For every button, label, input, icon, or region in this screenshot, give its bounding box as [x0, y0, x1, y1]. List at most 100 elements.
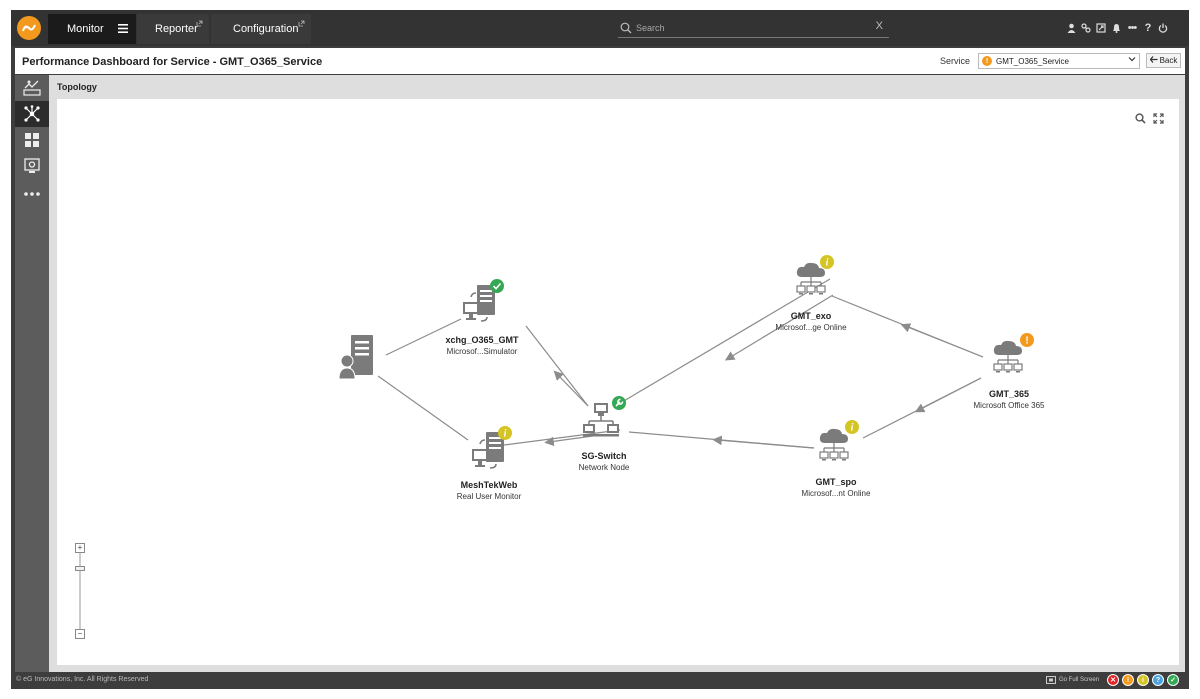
service-label: Service — [940, 56, 971, 66]
page-title: Performance Dashboard for Service - GMT_… — [22, 56, 323, 68]
node-type: Microsof...nt Online — [801, 489, 871, 498]
layers-icon — [25, 133, 39, 147]
external-link-icon — [298, 18, 305, 30]
node-xchg-o365-gmt[interactable]: xchg_O365_GMT Microsof...Simulator — [412, 335, 552, 356]
user-server-icon[interactable] — [338, 335, 373, 380]
sidebar-item-monitor-settings[interactable] — [15, 153, 49, 179]
node-gmt-365[interactable]: GMT_365 Microsoft Office 365 — [939, 389, 1079, 410]
server-icon[interactable] — [462, 284, 496, 322]
node-sg-switch[interactable]: SG-Switch Network Node — [534, 451, 674, 472]
status-major-icon[interactable]: ! — [1122, 674, 1134, 686]
cloud-network-icon[interactable] — [796, 262, 826, 296]
tab-monitor-label: Monitor — [67, 23, 104, 35]
app-window: Monitor Reporter Configuration X — [11, 10, 1189, 689]
node-type: Microsof...Simulator — [446, 347, 518, 356]
link-switch-xchg — [525, 325, 589, 407]
zoom-out-button[interactable]: − — [75, 629, 85, 639]
back-button[interactable]: Back — [1146, 53, 1181, 68]
sidebar-item-topology[interactable] — [15, 101, 49, 127]
fullscreen-icon — [1046, 676, 1056, 684]
node-type: Real User Monitor — [456, 492, 522, 501]
status-major-icon: ! — [1020, 333, 1034, 347]
status-minor-icon[interactable]: i — [1137, 674, 1149, 686]
topology-canvas[interactable]: i — [57, 99, 1179, 665]
svg-text:i: i — [851, 423, 854, 434]
status-normal-icon — [490, 279, 504, 293]
external-link-icon — [196, 18, 203, 30]
node-meshtekweb[interactable]: MeshTekWeb Real User Monitor — [419, 480, 559, 501]
power-icon[interactable] — [1158, 21, 1168, 35]
link-switch-exo — [616, 278, 831, 406]
eg-logo[interactable] — [17, 16, 41, 40]
tab-reporter[interactable]: Reporter — [137, 14, 209, 44]
left-sidebar — [15, 75, 49, 672]
tab-configuration-label: Configuration — [233, 23, 299, 35]
node-type: Network Node — [578, 463, 630, 472]
status-unknown-icon[interactable]: ? — [1152, 674, 1164, 686]
more-icon — [24, 192, 40, 196]
major-alert-icon: ! — [982, 56, 992, 66]
help-icon[interactable]: ? — [1144, 22, 1152, 34]
link-switch-mesh — [503, 429, 621, 446]
zoom-slider[interactable]: + − — [75, 543, 85, 639]
service-select-value: GMT_O365_Service — [996, 56, 1069, 66]
svg-text:i: i — [504, 429, 507, 440]
main-content: Topology — [49, 75, 1185, 672]
footer-bar: © eG Innovations, Inc. All Rights Reserv… — [11, 672, 1189, 689]
back-arrow-icon — [1149, 56, 1158, 65]
zoom-track[interactable] — [79, 553, 81, 629]
hamburger-menu-icon[interactable] — [118, 24, 128, 36]
node-name: GMT_exo — [790, 311, 832, 321]
node-name: xchg_O365_GMT — [445, 335, 519, 345]
node-name: MeshTekWeb — [460, 480, 518, 490]
pin-icon[interactable] — [1096, 21, 1106, 35]
page-header: Performance Dashboard for Service - GMT_… — [15, 48, 1185, 74]
topology-links — [377, 278, 984, 449]
sidebar-item-layers[interactable] — [15, 127, 49, 153]
network-switch-icon[interactable] — [583, 403, 619, 437]
tab-configuration[interactable]: Configuration — [211, 14, 311, 44]
more-icon[interactable]: ••• — [1127, 22, 1138, 34]
status-normal-icon[interactable]: ✓ — [1167, 674, 1179, 686]
node-gmt-exo[interactable]: GMT_exo Microsof...ge Online — [741, 311, 881, 332]
link-icon[interactable] — [1081, 21, 1091, 35]
zoom-search-icon[interactable] — [1135, 111, 1146, 129]
cloud-network-icon[interactable] — [993, 340, 1023, 374]
tab-monitor[interactable]: Monitor — [48, 14, 136, 44]
status-info-icon: i — [820, 255, 834, 269]
dashboard-icon — [23, 80, 41, 96]
search-input[interactable] — [636, 20, 866, 35]
status-legend: ✕ ! i ? ✓ — [1107, 674, 1179, 686]
service-select[interactable]: ! GMT_O365_Service — [978, 53, 1140, 69]
zoom-in-button[interactable]: + — [75, 543, 85, 553]
topology-icon — [24, 105, 40, 122]
svg-text:i: i — [826, 258, 829, 269]
user-icon[interactable] — [1066, 21, 1076, 35]
status-maintenance-icon — [612, 396, 626, 410]
monitor-settings-icon — [24, 158, 40, 173]
copyright-text: © eG Innovations, Inc. All Rights Reserv… — [16, 676, 149, 683]
link-user-xchg — [385, 318, 462, 356]
svg-text:!: ! — [1025, 336, 1028, 347]
status-info-icon: i — [845, 420, 859, 434]
top-nav-bar: Monitor Reporter Configuration X — [11, 10, 1189, 46]
bell-icon[interactable] — [1111, 21, 1121, 35]
node-name: GMT_spo — [815, 477, 857, 487]
zoom-handle[interactable] — [75, 566, 85, 571]
server-icon[interactable] — [471, 431, 505, 469]
status-critical-icon[interactable]: ✕ — [1107, 674, 1119, 686]
cloud-network-icon[interactable] — [819, 428, 849, 462]
search-icon — [620, 21, 632, 39]
section-title-topology: Topology — [57, 82, 97, 92]
clear-search-icon[interactable]: X — [875, 20, 883, 32]
status-info-icon: i — [498, 426, 512, 440]
fullscreen-icon[interactable] — [1153, 111, 1164, 129]
node-name: SG-Switch — [581, 451, 627, 461]
search-box: X — [618, 18, 889, 38]
link-user-mesh — [377, 375, 469, 441]
node-gmt-spo[interactable]: GMT_spo Microsof...nt Online — [766, 477, 906, 498]
node-type: Microsoft Office 365 — [973, 401, 1045, 410]
sidebar-item-more[interactable] — [15, 181, 49, 207]
go-full-screen-button[interactable]: Go Full Screen — [1046, 676, 1099, 684]
sidebar-item-dashboard[interactable] — [15, 75, 49, 101]
